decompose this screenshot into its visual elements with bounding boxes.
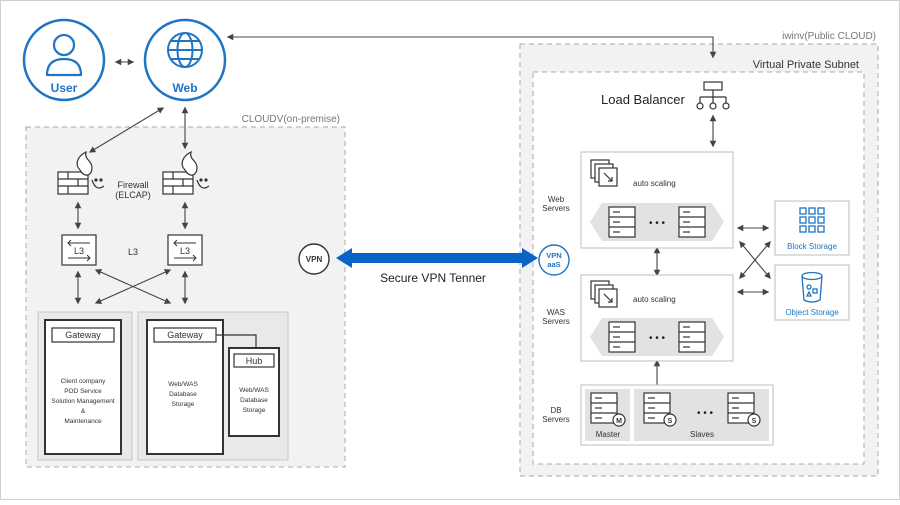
slave-badge-icon: [663, 413, 677, 427]
hub-link: [216, 334, 257, 348]
slave-badge: S: [752, 418, 757, 425]
client-line-5: Maintenance: [64, 418, 102, 425]
gateway-box-left: [51, 327, 115, 343]
more-slaves-dots: • • •: [697, 408, 714, 419]
l3-badge: L3: [74, 246, 84, 256]
block-storage-label: Block Storage: [787, 242, 837, 251]
on-premise-zone-label: CLOUDV(on-premise): [242, 114, 340, 125]
gateway-label: Gateway: [65, 330, 101, 340]
vpn-tunnel-label: Secure VPN Tenner: [380, 271, 486, 285]
db-servers-label-2: Servers: [542, 415, 570, 424]
was-servers-label-2: Servers: [542, 317, 570, 326]
auto-scaling-icon: [590, 280, 618, 308]
l3-label: L3: [128, 247, 138, 257]
object-storage-icon: [801, 271, 823, 303]
slave-badge: S: [668, 418, 673, 425]
block-storage-icon: [799, 207, 825, 233]
vpn-label: VPN: [306, 255, 323, 264]
load-balancer-label: Load Balancer: [601, 92, 686, 107]
hub-line-1: Web/WAS: [239, 387, 269, 394]
client-line-2: POD Service: [64, 388, 102, 395]
master-badge-icon: [612, 413, 626, 427]
web-node: Web: [143, 18, 227, 102]
block-storage-box: [774, 200, 850, 256]
server-icon: [678, 321, 706, 353]
globe-icon: [167, 32, 203, 68]
load-balancer-icon: [696, 81, 730, 110]
user-icon: [45, 33, 83, 77]
client-line-1: Client company: [61, 378, 107, 385]
master-badge: M: [616, 418, 622, 425]
server-line-2: Database: [169, 391, 197, 398]
db-servers-label-1: DB: [550, 406, 561, 415]
auto-scaling-label: auto scaling: [633, 179, 676, 188]
gateway-label: Gateway: [167, 330, 203, 340]
l3-switch-left: L3: [61, 234, 97, 266]
object-storage-label: Object Storage: [785, 308, 839, 317]
l3-badge: L3: [180, 246, 190, 256]
was-servers-label-1: WAS: [547, 308, 565, 317]
switch-arrows-icon: [67, 239, 91, 262]
more-servers-dots: • • •: [649, 218, 666, 229]
server-line-3: Storage: [172, 401, 195, 408]
vpn-aas-line1: VPN: [546, 251, 561, 260]
web-servers-label-2: Servers: [542, 204, 570, 213]
user-label: User: [51, 81, 78, 95]
client-line-4: &: [81, 408, 86, 415]
slaves-label: Slaves: [690, 430, 714, 439]
web-servers-label-1: Web: [548, 195, 565, 204]
vpn-tunnel-arrow: [336, 248, 538, 268]
firewall-label: Firewall: [117, 180, 148, 190]
auto-scaling-label: auto scaling: [633, 295, 676, 304]
firewall-sublabel: (ELCAP): [115, 190, 151, 200]
l3-switch-right: L3: [167, 234, 203, 266]
hub-line-3: Storage: [243, 407, 266, 414]
vps-zone-label: Virtual Private Subnet: [753, 59, 859, 71]
web-label: Web: [172, 81, 197, 95]
object-storage-box: [774, 264, 850, 321]
more-servers-dots: • • •: [649, 333, 666, 344]
auto-scaling-icon: [590, 159, 618, 187]
firewall-icon: [162, 150, 210, 195]
server-icon: [678, 206, 706, 238]
master-label: Master: [596, 430, 621, 439]
vpn-badge: VPN: [298, 243, 330, 275]
vpn-aas-line2: aaS: [547, 260, 560, 269]
hub-label: Hub: [246, 356, 263, 366]
hub-box: [233, 353, 275, 368]
public-cloud-zone-label: iwinv(Public CLOUD): [782, 31, 876, 42]
server-icon: [608, 206, 636, 238]
slave-badge-icon: [747, 413, 761, 427]
firewall-right: [162, 150, 210, 195]
switch-arrows-icon: [173, 239, 197, 262]
server-icon: [608, 321, 636, 353]
firewall-icon: [57, 150, 105, 195]
client-line-3: Solution Management: [51, 398, 114, 405]
server-line-1: Web/WAS: [168, 381, 198, 388]
hub-line-2: Database: [240, 397, 268, 404]
vpn-aas-badge: VPN aaS: [538, 244, 570, 276]
firewall-left: [57, 150, 105, 195]
user-node: User: [22, 18, 106, 102]
